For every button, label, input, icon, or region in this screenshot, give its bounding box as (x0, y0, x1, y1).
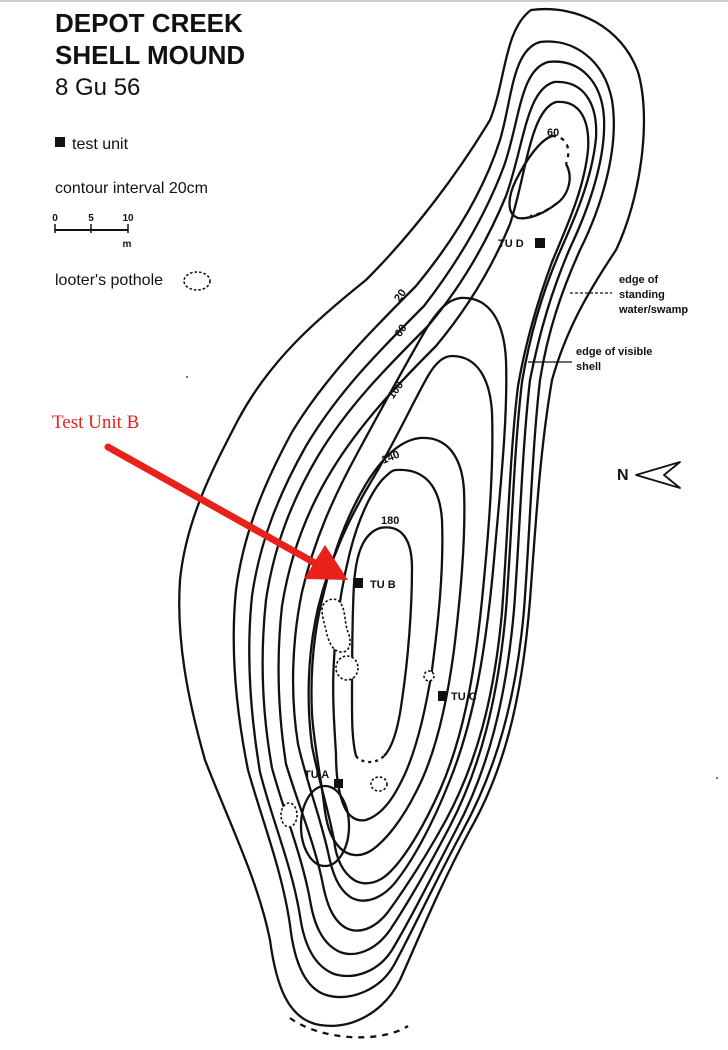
water-edge-note-line1: edge of (619, 274, 658, 286)
annotation-label: Test Unit B (52, 412, 139, 433)
scale-tick-0: 0 (52, 213, 58, 224)
pothole-legend-label: looter's pothole (55, 272, 163, 289)
contour-low-spot (299, 784, 351, 868)
north-label: N (617, 467, 629, 484)
test-unit-d-marker (535, 238, 545, 248)
contour-label-summit: 60 (547, 127, 559, 139)
contour-bottom-gap (289, 1017, 409, 1039)
pothole-icon (335, 655, 359, 681)
test-unit-b-label: TU B (370, 579, 396, 591)
test-unit-a-marker (334, 779, 343, 788)
test-unit-legend-label: test unit (72, 136, 129, 153)
shell-edge-note-line1: edge of visible (576, 346, 652, 358)
map-title-line1: DEPOT CREEK (55, 8, 243, 38)
pothole-icon (321, 598, 351, 653)
test-unit-d-label: TU D (498, 238, 524, 250)
pothole-legend-icon (183, 271, 211, 291)
pothole-icon (370, 776, 388, 792)
pothole-icon (423, 670, 435, 682)
contour-60-summit (508, 134, 571, 220)
contour-160 (332, 468, 444, 822)
contour-outer (178, 7, 646, 1027)
looters-potholes (280, 598, 435, 828)
water-edge-note-line2: standing (619, 289, 665, 301)
contour-20 (261, 80, 598, 956)
scale-tick-10: 10 (122, 213, 134, 224)
contour-180-gap (355, 755, 385, 764)
test-unit-b-marker (353, 578, 363, 588)
contour-label-20: 20 (392, 287, 409, 304)
shell-edge-note-line2: shell (576, 361, 601, 373)
contour-60-summit-gap (529, 134, 570, 218)
pothole-icon (280, 802, 298, 828)
legend: test unit contour interval 20cm 0 5 10 m… (52, 136, 211, 291)
test-unit-legend-icon (55, 137, 65, 147)
scale-tick-5: 5 (88, 213, 94, 224)
contour-60-outer (277, 100, 590, 932)
red-arrow-icon (104, 443, 348, 580)
test-unit-c-marker (438, 691, 447, 701)
site-number: 8 Gu 56 (55, 74, 140, 101)
contour-120 (307, 354, 494, 885)
north-arrow: N (617, 461, 681, 489)
scale-unit: m (123, 239, 132, 250)
test-unit-c-label: TU C (451, 691, 477, 703)
contour-shell-edge (248, 60, 606, 978)
contour-water-edge (232, 40, 615, 999)
contour-100 (291, 296, 508, 902)
scale-bar: 0 5 10 m (52, 213, 134, 250)
contour-interval-label: contour interval 20cm (55, 180, 208, 197)
contour-label-60: 60 (393, 322, 410, 339)
contour-label-180: 180 (381, 515, 399, 527)
test-unit-a-label: TU A (304, 769, 329, 781)
contour-180 (350, 526, 414, 757)
water-edge-note-line3: water/swamp (618, 304, 688, 316)
north-arrow-icon (635, 461, 681, 489)
map-title-line2: SHELL MOUND (55, 40, 245, 70)
